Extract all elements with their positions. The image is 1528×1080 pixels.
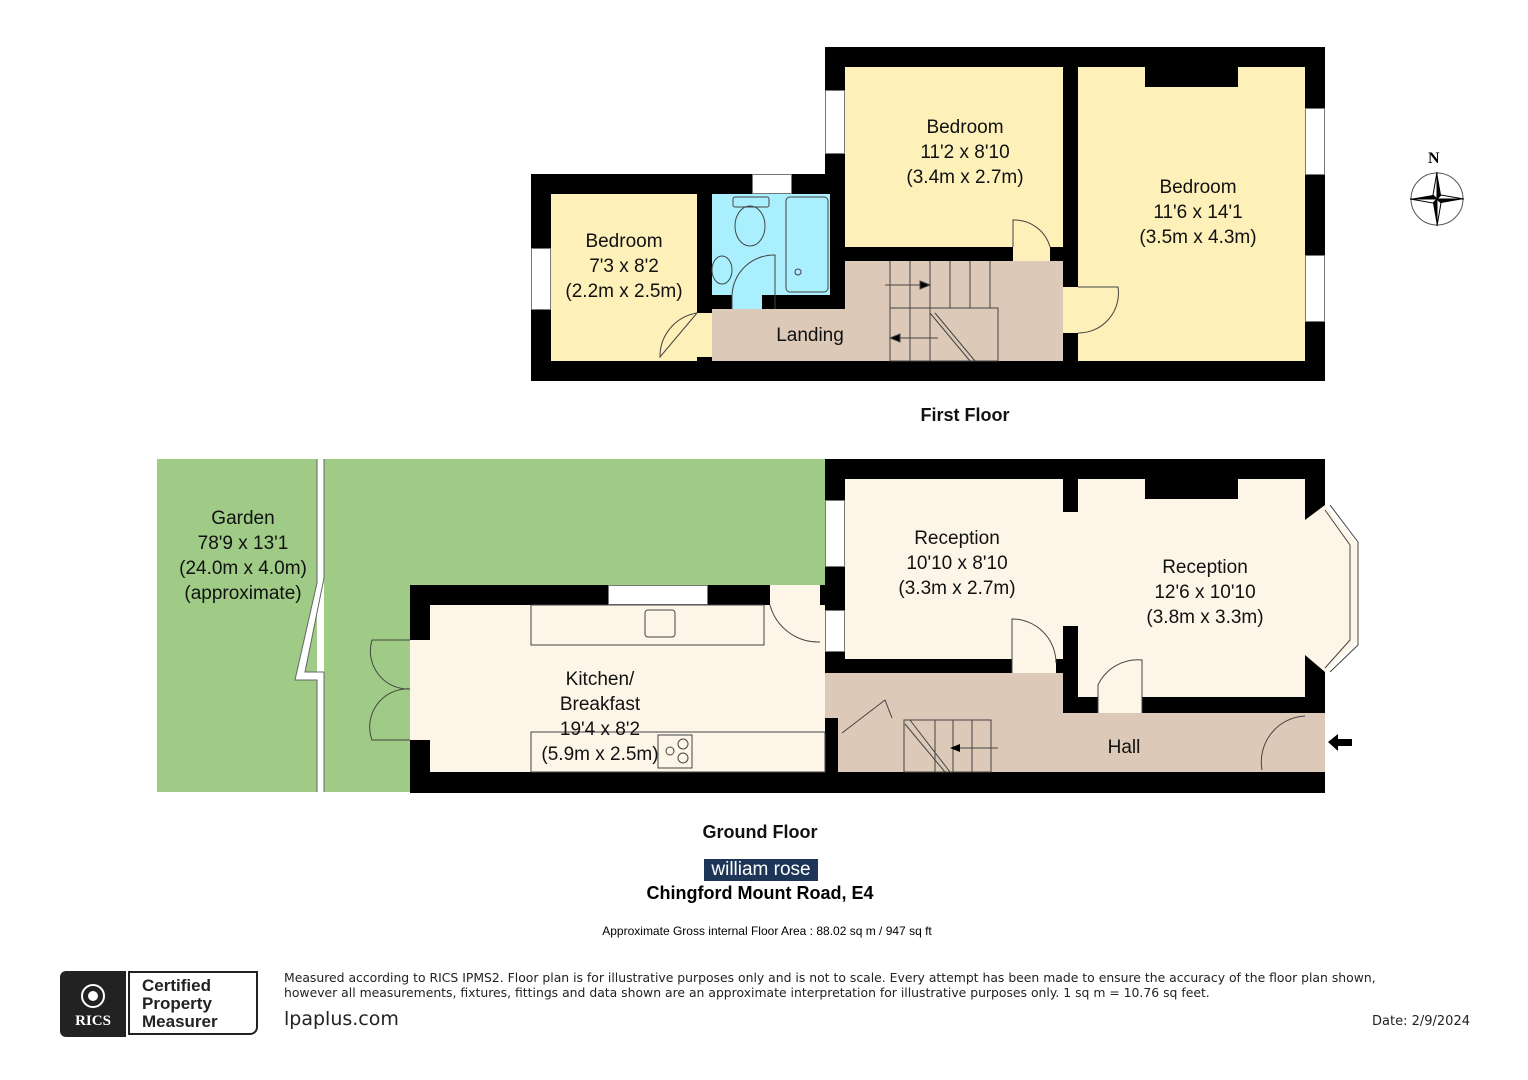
agent-logo: william rose — [704, 859, 818, 881]
room-label: Kitchen/ Breakfast 19'4 x 8'2 (5.9m x 2.… — [541, 669, 659, 765]
cert-line: Property — [142, 994, 212, 1013]
room-label: Bedroom 7'3 x 8'2 (2.2m x 2.5m) — [565, 231, 683, 302]
room-label: Reception 12'6 x 10'10 (3.8m x 3.3m) — [1146, 557, 1264, 628]
door-opening — [732, 295, 762, 309]
floor-area: Approximate Gross internal Floor Area : … — [602, 924, 932, 938]
cert-line: Measurer — [142, 1012, 218, 1031]
window — [825, 610, 845, 652]
kitchen-side-door — [770, 585, 820, 605]
door-opening — [1012, 659, 1056, 673]
window — [1305, 108, 1325, 175]
property-address: Chingford Mount Road, E4 — [646, 883, 874, 903]
garden-left — [157, 459, 317, 792]
room-reception-front — [845, 479, 1063, 659]
room-bedroom-small — [551, 194, 697, 361]
cert-line: Certified — [142, 976, 211, 995]
wall — [1063, 626, 1078, 696]
entrance-arrow-icon — [1328, 734, 1352, 751]
door-opening — [1098, 697, 1142, 713]
room-landing — [712, 309, 845, 361]
window — [531, 248, 551, 310]
compass-rose-icon — [1409, 171, 1465, 227]
window — [752, 174, 792, 194]
room-label: Reception 10'10 x 8'10 (3.3m x 2.7m) — [898, 528, 1016, 599]
door-opening — [1013, 247, 1050, 261]
window — [825, 500, 845, 567]
room-bedroom-middle — [845, 67, 1063, 247]
kitchen-doorway — [410, 640, 430, 740]
room-label: Garden 78'9 x 13'1 (24.0m x 4.0m) (appro… — [179, 508, 307, 604]
floor-title: Ground Floor — [702, 822, 818, 842]
rics-logo: RICS — [60, 971, 126, 1037]
disclaimer-line: Measured according to RICS IPMS2. Floor … — [284, 970, 1376, 985]
room-hall — [838, 713, 1325, 772]
door-opening — [1063, 287, 1078, 333]
room-bedroom-large — [1078, 67, 1305, 361]
website-link[interactable]: lpaplus.com — [284, 1008, 399, 1030]
room-label: Bedroom 11'2 x 8'10 (3.4m x 2.7m) — [906, 117, 1024, 188]
window — [825, 90, 845, 154]
compass-north-label: N — [1428, 150, 1440, 167]
room-label: Landing — [776, 325, 844, 346]
disclaimer-line: however all measurements, fixtures, fitt… — [284, 985, 1210, 1000]
door-opening — [697, 313, 712, 357]
certified-box: Certified Property Measurer — [128, 971, 258, 1035]
lion-icon — [81, 984, 105, 1008]
plan-date: Date: 2/9/2024 — [1372, 1014, 1470, 1029]
room-reception-rear — [1078, 479, 1305, 697]
chimney-breast — [1145, 479, 1238, 499]
room-bathroom — [712, 194, 830, 295]
rics-wordmark: RICS — [75, 1013, 111, 1029]
room-kitchen — [430, 605, 825, 772]
floor-title: First Floor — [920, 405, 1010, 425]
chimney-breast — [1145, 67, 1238, 87]
room-landing-stair — [845, 261, 1063, 361]
reception-opening — [1063, 512, 1078, 626]
room-hall — [825, 673, 1063, 718]
disclaimer: Measured according to RICS IPMS2. Floor … — [284, 970, 1376, 1000]
window — [1305, 255, 1325, 322]
room-label: Hall — [1107, 737, 1141, 758]
room-label: Bedroom 11'6 x 14'1 (3.5m x 4.3m) — [1139, 177, 1257, 248]
